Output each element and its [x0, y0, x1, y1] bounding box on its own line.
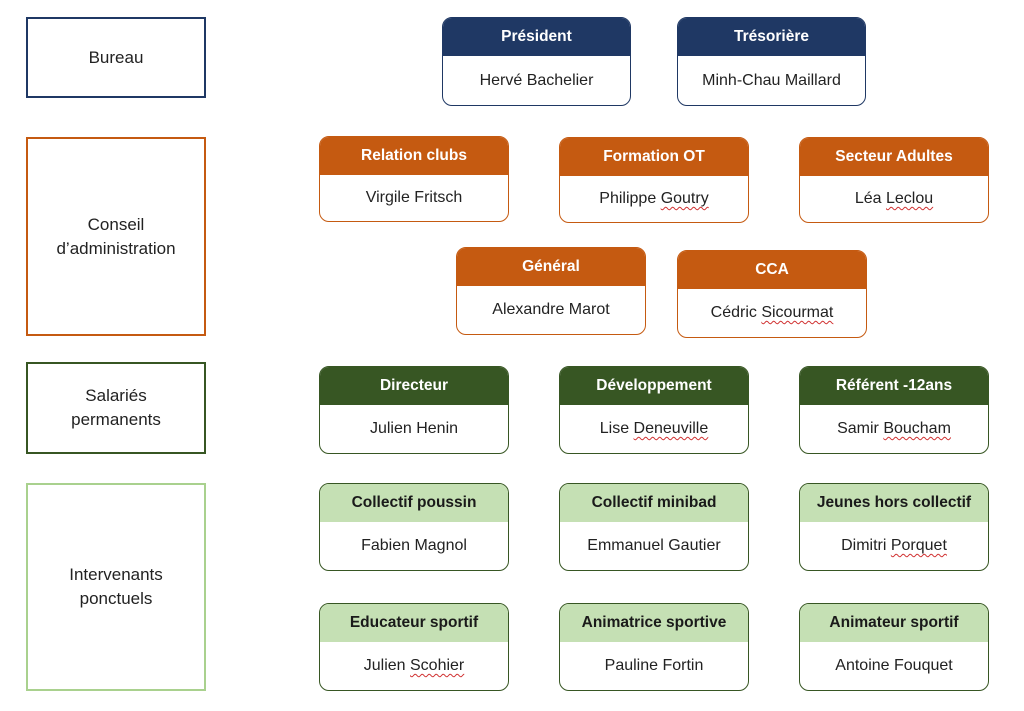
- card-animateur-sportif: Animateur sportif Antoine Fouquet: [799, 603, 989, 691]
- card-formation-ot-first: Philippe: [599, 190, 657, 207]
- card-cca-first: Cédric: [710, 304, 757, 321]
- card-educateur-last: Scohier: [410, 657, 465, 674]
- card-jeunes-hors-collectif-title: Jeunes hors collectif: [800, 484, 988, 522]
- card-animateur-sportif-name: Antoine Fouquet: [835, 657, 953, 674]
- card-educateur-first: Julien: [363, 657, 406, 674]
- group-bureau: Bureau: [26, 17, 206, 98]
- card-jeunes-hors-last: Porquet: [890, 537, 947, 554]
- card-collectif-minibad-title: Collectif minibad: [560, 484, 748, 522]
- card-relation-clubs: Relation clubs Virgile Fritsch: [319, 136, 509, 222]
- card-jeunes-hors-collectif: Jeunes hors collectif Dimitri Porquet: [799, 483, 989, 571]
- card-secteur-adultes: Secteur Adultes Léa Leclou: [799, 137, 989, 223]
- card-formation-ot-title: Formation OT: [560, 138, 748, 176]
- card-animatrice-sportive-title: Animatrice sportive: [560, 604, 748, 642]
- card-tresoriere: Trésorière Minh-Chau Maillard: [677, 17, 866, 106]
- card-referent: Référent -12ans Samir Boucham: [799, 366, 989, 454]
- card-jeunes-hors-first: Dimitri: [841, 537, 887, 554]
- card-referent-name: Samir Boucham: [800, 405, 988, 453]
- card-secteur-adultes-last: Leclou: [886, 190, 934, 207]
- card-directeur-title: Directeur: [320, 367, 508, 405]
- group-intervenants: Intervenants ponctuels: [26, 483, 206, 691]
- group-conseil: Conseil d’administration: [26, 137, 206, 336]
- card-president-title: Président: [443, 18, 630, 56]
- card-secteur-adultes-title: Secteur Adultes: [800, 138, 988, 176]
- card-general-title: Général: [457, 248, 645, 286]
- card-cca-name: Cédric Sicourmat: [678, 289, 866, 337]
- card-cca: CCA Cédric Sicourmat: [677, 250, 867, 338]
- card-tresoriere-title: Trésorière: [678, 18, 865, 56]
- card-referent-title: Référent -12ans: [800, 367, 988, 405]
- card-president-name: Hervé Bachelier: [479, 71, 594, 89]
- card-developpement-title: Développement: [560, 367, 748, 405]
- card-collectif-minibad: Collectif minibad Emmanuel Gautier: [559, 483, 749, 571]
- card-animatrice-sportive: Animatrice sportive Pauline Fortin: [559, 603, 749, 691]
- card-educateur-sportif-name: Julien Scohier: [320, 642, 508, 690]
- card-formation-ot: Formation OT Philippe Goutry: [559, 137, 749, 223]
- group-intervenants-label: Intervenants ponctuels: [69, 565, 163, 608]
- card-animatrice-sportive-name: Pauline Fortin: [604, 657, 704, 674]
- card-referent-first: Samir: [837, 420, 879, 437]
- card-president: Président Hervé Bachelier: [442, 17, 631, 106]
- card-referent-last: Boucham: [883, 420, 951, 437]
- card-general-name: Alexandre Marot: [492, 301, 610, 318]
- card-collectif-poussin-title: Collectif poussin: [320, 484, 508, 522]
- card-directeur-name: Julien Henin: [369, 420, 459, 437]
- card-developpement: Développement Lise Deneuville: [559, 366, 749, 454]
- group-bureau-label: Bureau: [88, 47, 144, 67]
- card-educateur-sportif: Educateur sportif Julien Scohier: [319, 603, 509, 691]
- card-collectif-poussin-name: Fabien Magnol: [361, 537, 467, 554]
- card-developpement-first: Lise: [599, 420, 630, 437]
- card-collectif-minibad-name: Emmanuel Gautier: [587, 537, 721, 554]
- card-collectif-poussin: Collectif poussin Fabien Magnol: [319, 483, 509, 571]
- card-developpement-last: Deneuville: [633, 420, 709, 437]
- card-animateur-sportif-title: Animateur sportif: [800, 604, 988, 642]
- card-relation-clubs-title: Relation clubs: [320, 137, 508, 175]
- card-developpement-name: Lise Deneuville: [560, 405, 748, 453]
- group-salaries: Salariés permanents: [26, 362, 206, 454]
- card-tresoriere-name: Minh-Chau Maillard: [702, 71, 841, 89]
- group-conseil-label: Conseil d’administration: [56, 214, 176, 258]
- card-cca-title: CCA: [678, 251, 866, 289]
- card-formation-ot-name: Philippe Goutry: [560, 176, 748, 222]
- card-general: Général Alexandre Marot: [456, 247, 646, 335]
- card-relation-clubs-name: Virgile Fritsch: [365, 189, 463, 206]
- card-secteur-adultes-name: Léa Leclou: [800, 176, 988, 222]
- card-educateur-sportif-title: Educateur sportif: [320, 604, 508, 642]
- card-formation-ot-last: Goutry: [660, 190, 709, 207]
- card-jeunes-hors-collectif-name: Dimitri Porquet: [800, 522, 988, 570]
- card-secteur-adultes-first: Léa: [854, 190, 882, 207]
- group-salaries-label: Salariés permanents: [71, 386, 161, 429]
- card-cca-last: Sicourmat: [761, 304, 834, 321]
- card-directeur: Directeur Julien Henin: [319, 366, 509, 454]
